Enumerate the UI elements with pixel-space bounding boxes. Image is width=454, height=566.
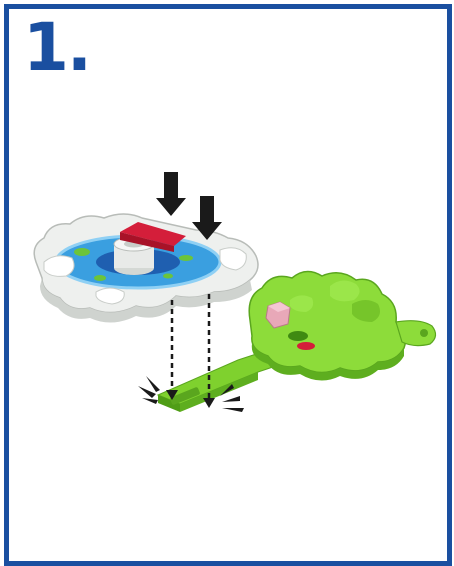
white-island-piece <box>34 214 258 323</box>
snap-click-lines-icon <box>138 376 160 404</box>
down-arrow-icon <box>156 172 186 216</box>
dashed-guide-arrow <box>166 300 178 400</box>
